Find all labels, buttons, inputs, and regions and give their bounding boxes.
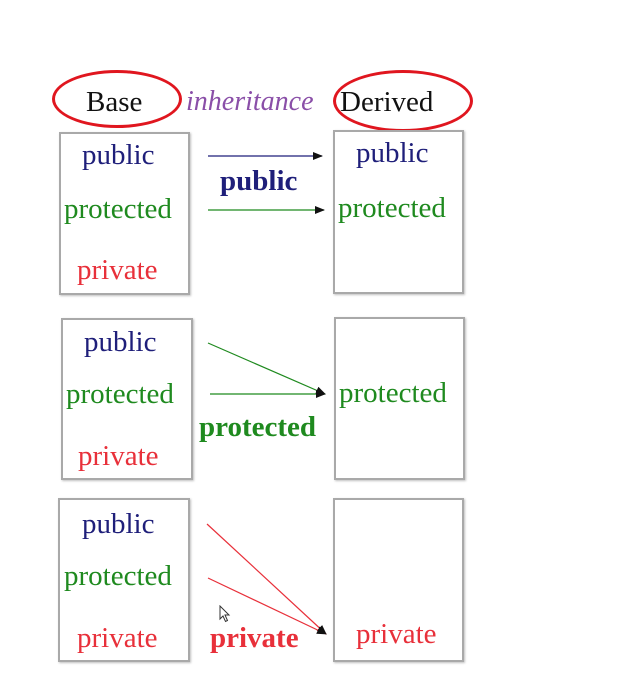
arrow-protected-to-private [207, 577, 327, 635]
derived-protected-member: protected [338, 192, 446, 224]
base-private-member: private [77, 622, 158, 654]
base-class-box-public-row [59, 132, 190, 295]
base-protected-member: protected [64, 560, 172, 592]
derived-protected-member: protected [339, 377, 447, 409]
derived-header: Derived [340, 86, 434, 118]
base-public-member: public [82, 508, 155, 540]
inheritance-mode-protected: protected [199, 411, 317, 443]
derived-class-box-private-row [333, 498, 464, 662]
arrow-public-to-protected [207, 342, 326, 395]
base-class-box-private-row [58, 498, 190, 662]
derived-class-box-public-row [333, 130, 464, 294]
base-public-member: public [84, 326, 157, 358]
base-private-member: private [77, 254, 158, 286]
base-public-member: public [82, 139, 155, 171]
base-header: Base [86, 86, 143, 118]
derived-private-member: private [356, 618, 437, 650]
base-private-member: private [78, 440, 159, 472]
mouse-cursor-icon [219, 605, 231, 623]
arrow-public-to-private [206, 523, 327, 635]
inheritance-mode-public: public [220, 165, 298, 197]
base-protected-member: protected [64, 193, 172, 225]
inheritance-mode-private: private [210, 622, 299, 654]
base-class-box-protected-row [61, 318, 193, 480]
derived-public-member: public [356, 137, 429, 169]
inheritance-label: inheritance [186, 86, 314, 117]
derived-class-box-protected-row [334, 317, 465, 480]
base-highlight-oval [52, 70, 182, 128]
base-protected-member: protected [66, 378, 174, 410]
